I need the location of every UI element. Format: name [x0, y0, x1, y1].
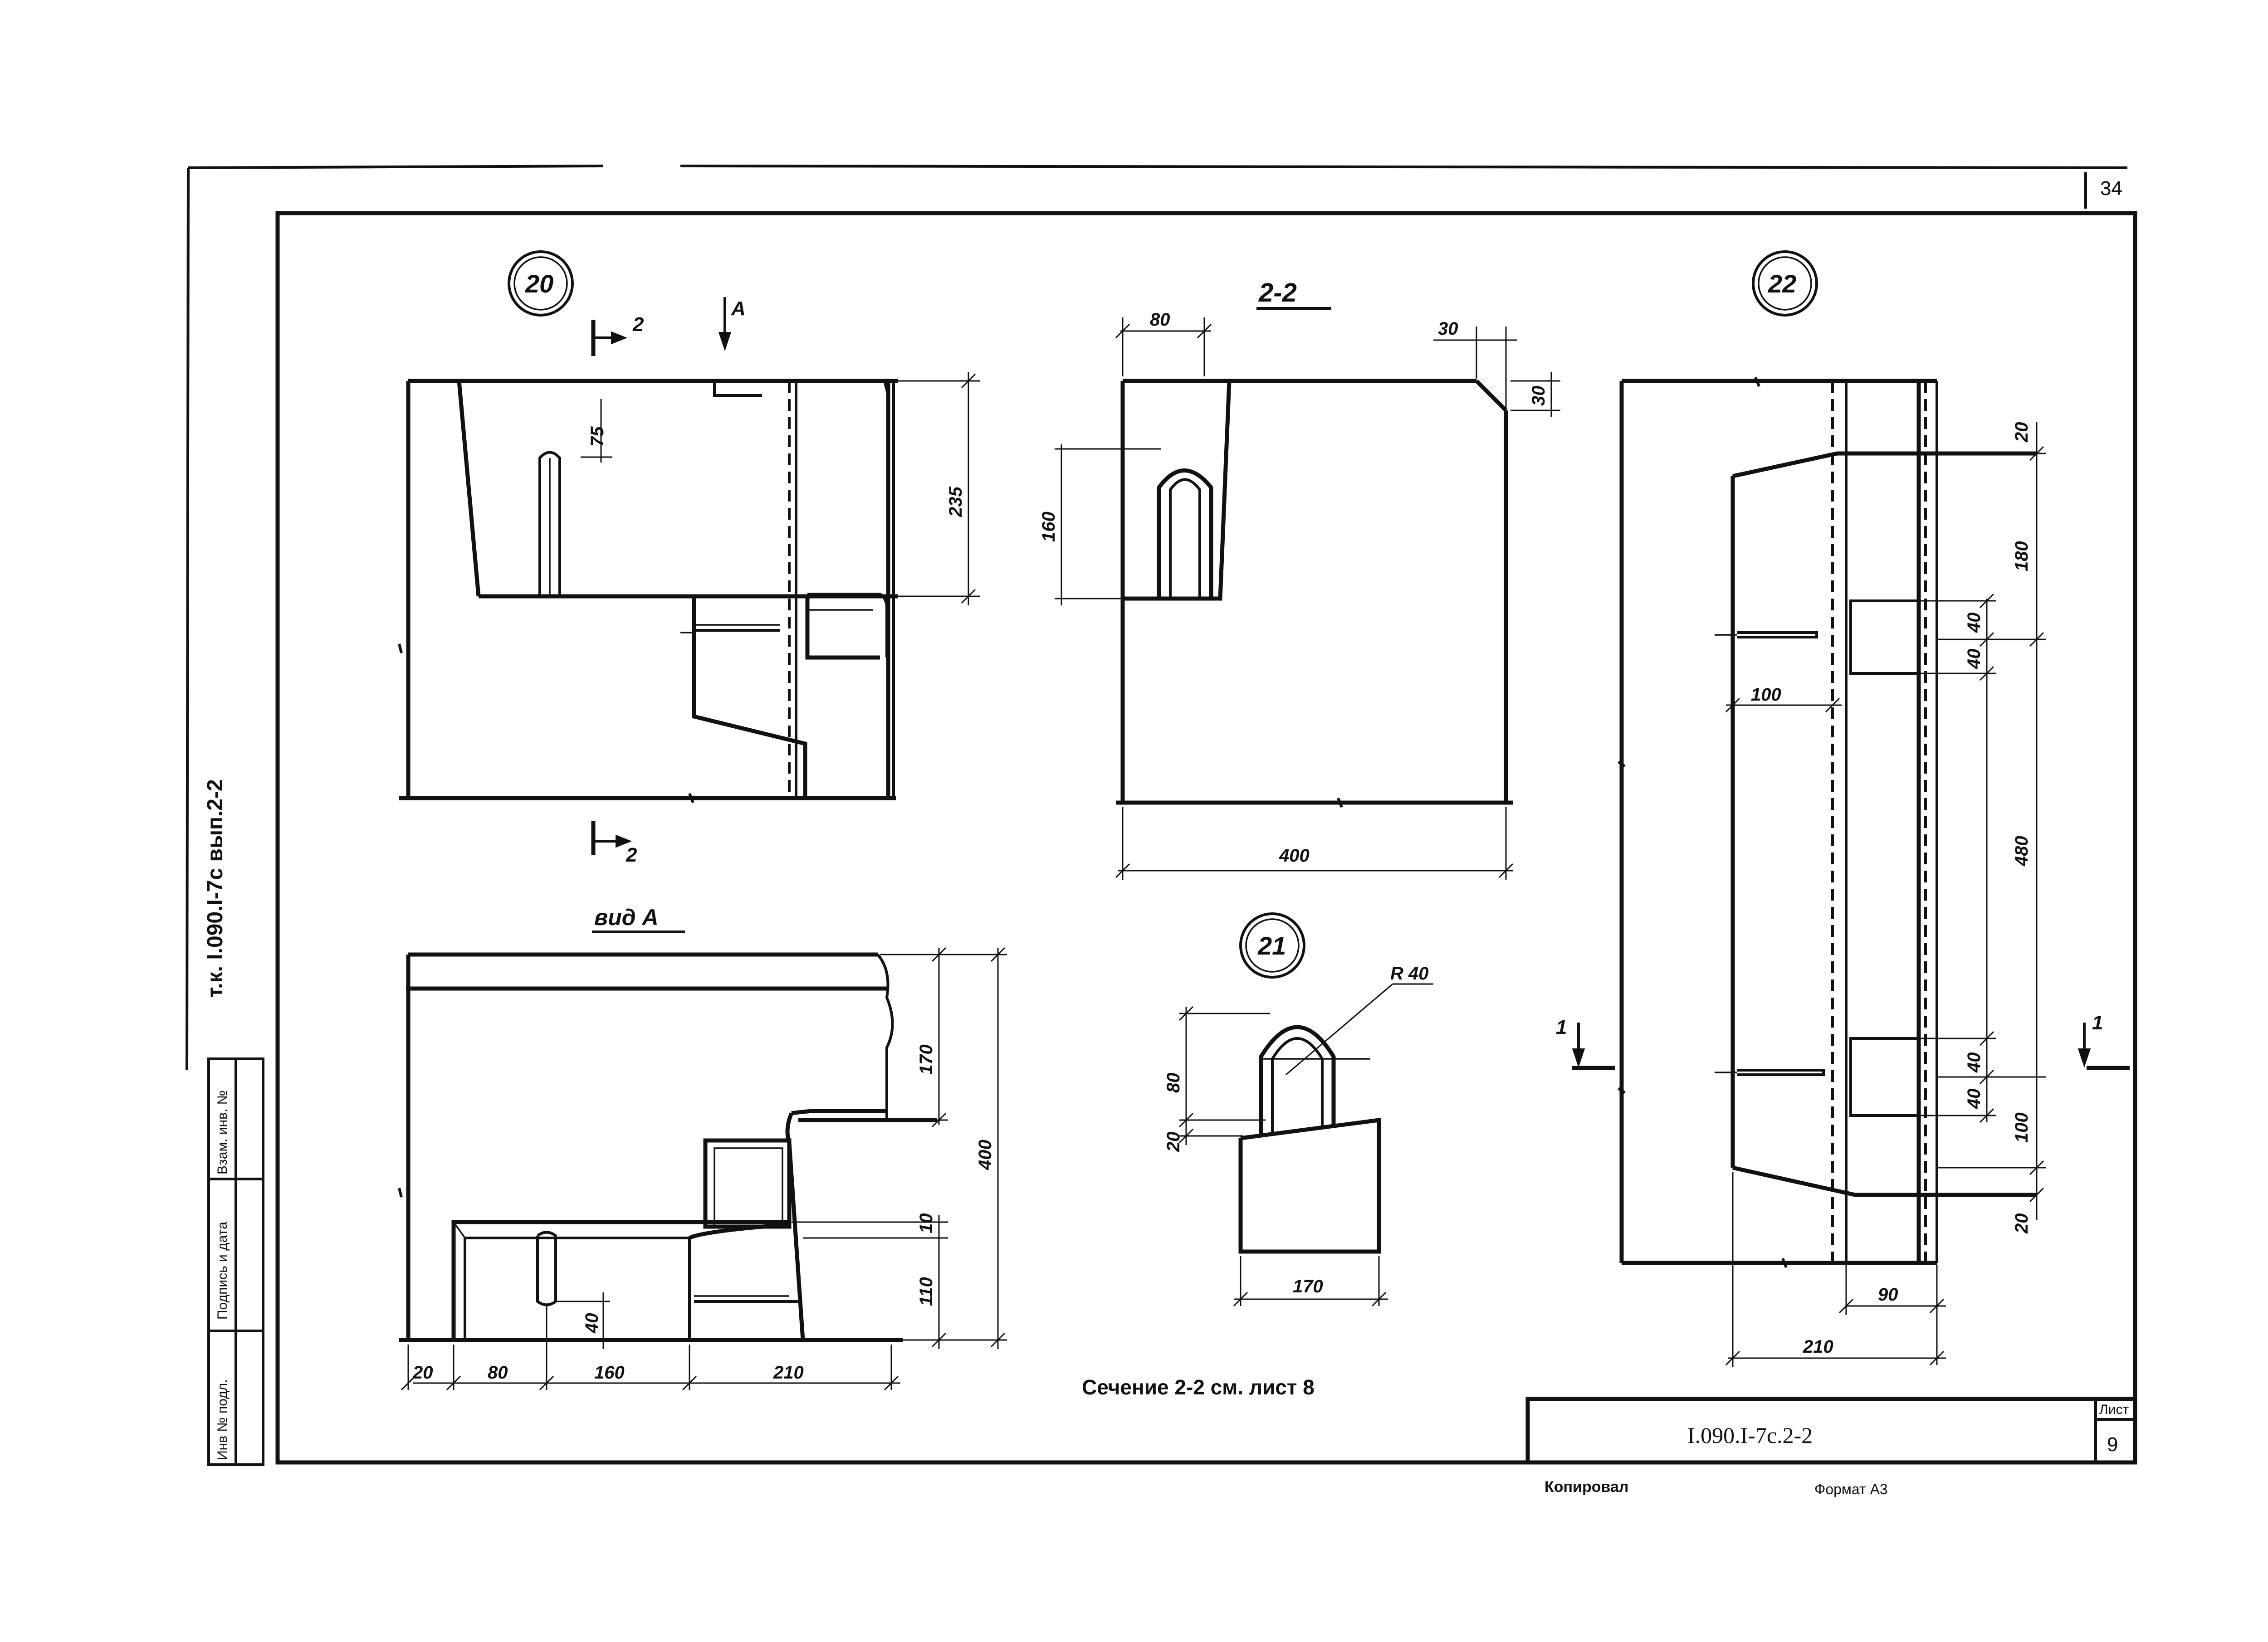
detail-21-dim-80: 80	[1163, 1073, 1183, 1093]
detail-20-dim-75: 75	[587, 426, 607, 447]
detail-22	[1572, 250, 2130, 1367]
side-code: т.к. I.090.I-7с вып.2-2	[203, 779, 227, 998]
detail-22-dim-100-a: 100	[1751, 685, 1781, 705]
detail-22-dim-480: 480	[2012, 836, 2032, 867]
title-block-sheet-label: Лист	[2099, 1402, 2129, 1417]
detail-22-dim-40-d: 40	[1964, 1089, 1984, 1110]
section-2-2-dim-80: 80	[1150, 310, 1170, 330]
detail-20-view-arrow: A	[731, 297, 746, 320]
section-2-2-dim-400: 400	[1279, 846, 1310, 866]
detail-21	[1178, 912, 1433, 1307]
section-2-2-dim-160: 160	[1039, 512, 1059, 542]
view-a-label: вид А	[594, 905, 659, 930]
corner-number: 34	[2100, 177, 2122, 200]
side-stamp-sign: Подпись и дата	[215, 1222, 230, 1320]
detail-22-marker: 22	[1768, 269, 1796, 298]
detail-21-dim-170: 170	[1293, 1277, 1323, 1296]
view-a	[398, 931, 1007, 1391]
detail-20-marker: 20	[525, 269, 553, 298]
view-a-dim-80: 80	[488, 1363, 508, 1383]
section-2-2-dim-30-side: 30	[1529, 386, 1549, 406]
footer-format: Формат А3	[1814, 1481, 1888, 1497]
detail-21-marker: 21	[1257, 931, 1286, 960]
detail-22-dim-20-top: 20	[2012, 422, 2032, 443]
section-2-2-dim-30-top: 30	[1438, 319, 1458, 339]
side-stamp-inv: Инв № подл.	[215, 1379, 230, 1460]
view-a-dim-170: 170	[916, 1044, 936, 1075]
detail-22-dim-20-bottom: 20	[2012, 1213, 2032, 1234]
footer-copied: Копировал	[1545, 1478, 1628, 1496]
title-block	[1525, 1397, 2137, 1465]
detail-22-dim-100-b: 100	[2012, 1112, 2032, 1143]
section-note: Сечение 2-2 см. лист 8	[1082, 1375, 1315, 1399]
detail-20-dim-235: 235	[946, 487, 966, 517]
view-a-dim-40: 40	[582, 1313, 602, 1334]
detail-20-cut-label-top: 2	[632, 313, 644, 336]
view-a-dim-210: 210	[773, 1363, 804, 1383]
view-a-dim-20: 20	[412, 1363, 433, 1383]
detail-21-dim-20: 20	[1163, 1132, 1183, 1153]
detail-22-dim-40-b: 40	[1964, 649, 1984, 670]
view-a-dim-110: 110	[916, 1277, 936, 1306]
detail-22-dim-210: 210	[1803, 1337, 1833, 1357]
detail-20-cut-label-bottom: 2	[626, 844, 637, 866]
view-a-dim-160: 160	[594, 1363, 625, 1383]
section-2-2-label: 2-2	[1258, 278, 1297, 307]
detail-22-dim-40-a: 40	[1964, 613, 1984, 633]
sheet-frame	[186, 165, 2137, 1465]
title-block-sheet-number: 9	[2107, 1433, 2118, 1456]
detail-22-dim-40-c: 40	[1964, 1052, 1984, 1073]
detail-22-dim-180: 180	[2012, 541, 2032, 571]
title-block-code: I.090.I-7c.2-2	[1687, 1423, 1813, 1448]
detail-20	[398, 250, 980, 855]
view-a-dim-10: 10	[916, 1213, 936, 1234]
section-2-2	[1055, 307, 1560, 880]
detail-21-dim-r40: R 40	[1390, 964, 1429, 984]
view-a-dim-400: 400	[975, 1140, 995, 1170]
side-stamp-replace: Взам. инв. №	[215, 1090, 230, 1174]
side-stamp	[207, 1057, 264, 1466]
detail-22-cut-label-left: 1	[1556, 1016, 1567, 1038]
detail-22-cut-label-right: 1	[2092, 1012, 2103, 1034]
detail-22-dim-90: 90	[1878, 1285, 1898, 1305]
